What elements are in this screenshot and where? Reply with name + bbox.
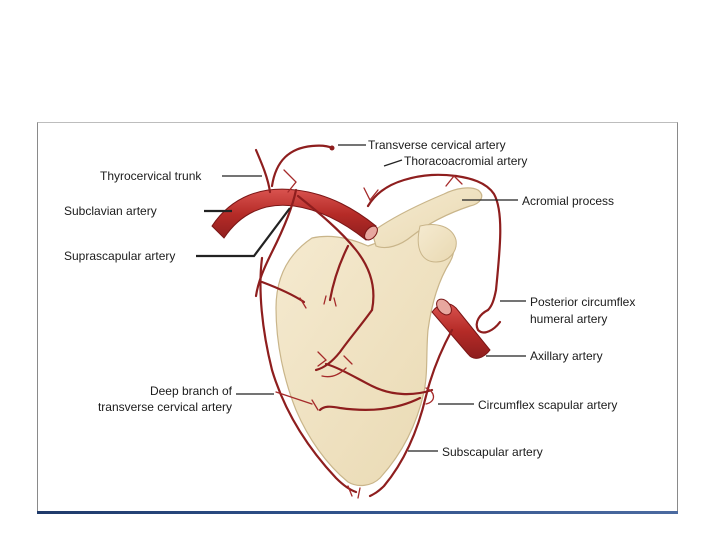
glenoid-shape bbox=[417, 224, 457, 263]
label-circumflex-scapular-artery: Circumflex scapular artery bbox=[478, 398, 617, 412]
transverse-cervical-branch bbox=[283, 169, 297, 193]
label-suprascapular-artery: Suprascapular artery bbox=[64, 249, 175, 263]
label-transverse-cervical-artery: Transverse cervical artery bbox=[368, 138, 506, 152]
label-acromial-process: Acromial process bbox=[522, 194, 614, 208]
label-subscapular-artery: Subscapular artery bbox=[442, 445, 543, 459]
label-posterior-circumflex-line1: Posterior circumflex bbox=[530, 295, 635, 309]
leader-thoracoacromial bbox=[383, 159, 403, 167]
scapula-shape bbox=[275, 227, 455, 487]
label-thoracoacromial-artery: Thoracoacromial artery bbox=[404, 154, 527, 168]
label-posterior-circumflex-line2: humeral artery bbox=[530, 312, 607, 326]
subclavian-artery-cut-end bbox=[364, 225, 378, 241]
label-subclavian-artery: Subclavian artery bbox=[64, 204, 157, 218]
supraspinous-twig-1 bbox=[323, 295, 337, 307]
suprascapular-vessel bbox=[254, 188, 298, 298]
thyrocervical-trunk-vessel bbox=[254, 148, 272, 194]
figure-frame bbox=[37, 122, 678, 513]
deep-branch-twig-2 bbox=[311, 399, 319, 411]
infraspinous-center-branch bbox=[314, 308, 374, 372]
label-deep-branch-line2: transverse cervical artery bbox=[98, 400, 232, 414]
acromial-branch bbox=[454, 174, 502, 312]
deep-branch-end bbox=[347, 485, 361, 499]
label-axillary-artery: Axillary artery bbox=[530, 349, 603, 363]
transverse-cervical-vessel bbox=[270, 144, 334, 188]
center-twig bbox=[317, 351, 327, 367]
subscapular-vessel bbox=[368, 328, 454, 498]
circumflex-scapular-vessel bbox=[324, 362, 434, 396]
leader-suprascapular bbox=[196, 207, 291, 258]
acromial-anastomosis bbox=[445, 175, 463, 187]
thoracoacromial-vessel bbox=[366, 173, 458, 208]
deep-branch-twig-1 bbox=[275, 391, 313, 405]
supraspinous-branch bbox=[328, 244, 350, 302]
circumflex-scapular-loop bbox=[425, 387, 435, 405]
label-thyrocervical-trunk: Thyrocervical trunk bbox=[100, 169, 202, 183]
deep-branch-vessel bbox=[259, 256, 358, 494]
circumflex-scapular-twig bbox=[321, 355, 353, 378]
circumflex-scapular-lower bbox=[318, 396, 422, 412]
suprascapular-to-fossa bbox=[296, 194, 375, 312]
infraspinous-twig bbox=[299, 297, 307, 309]
label-deep-branch-line1: Deep branch of bbox=[150, 384, 233, 398]
transverse-cervical-end bbox=[329, 145, 335, 151]
thoracoacromial-branch bbox=[363, 187, 379, 202]
posterior-circumflex-vessel bbox=[475, 308, 502, 334]
axillary-artery-cut-end bbox=[436, 298, 452, 316]
bottom-accent-bar bbox=[37, 511, 678, 514]
